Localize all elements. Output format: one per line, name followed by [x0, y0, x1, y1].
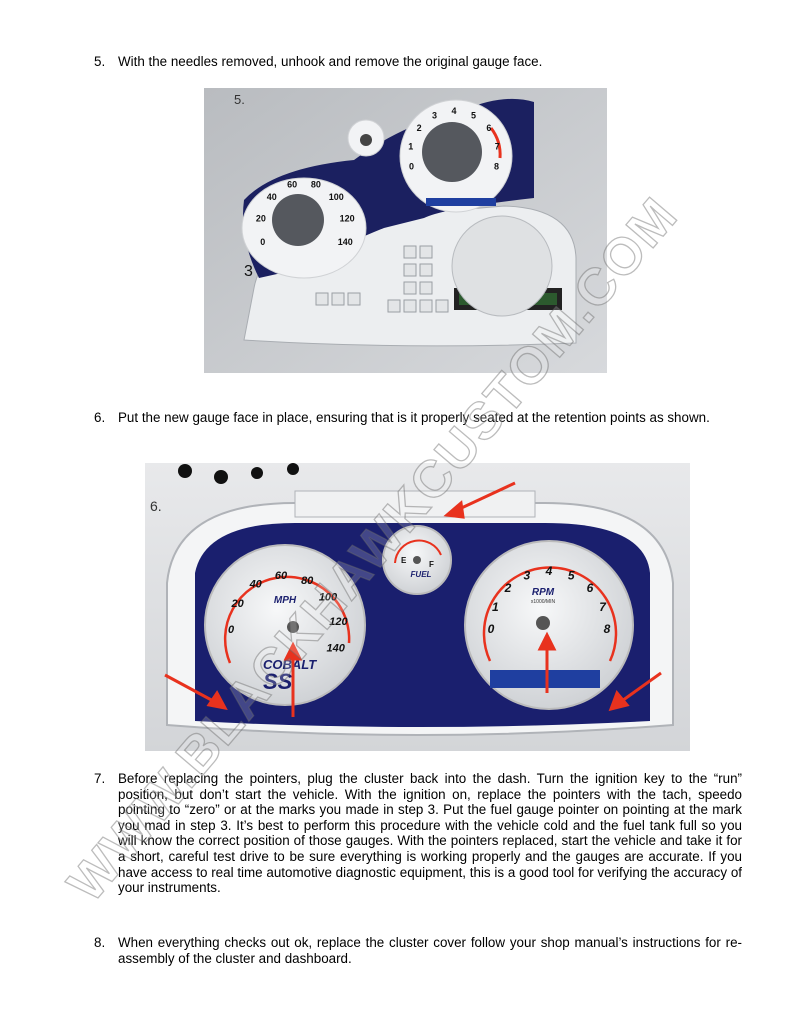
step-text: When everything checks out ok, replace t… [118, 935, 742, 966]
speedo-tick-label: 100 [319, 591, 338, 603]
photo-new-gauge-face: 6. MPH RPM x1000/MIN FUEL E F COBALT SS … [145, 463, 690, 751]
speedo-unit: MPH [274, 595, 297, 606]
step-text: Before replacing the pointers, plug the … [118, 771, 742, 896]
step-number: 6. [94, 410, 106, 425]
speedo-tick-label: 60 [275, 570, 288, 582]
tach-tick-label: 1 [492, 600, 499, 614]
speedo-tick-label: 120 [340, 213, 355, 223]
speedo-tick-label: 40 [249, 579, 263, 591]
step-8: 8. When everything checks out ok, replac… [94, 935, 742, 966]
tach-tick-label: 7 [495, 141, 500, 151]
speedo-tick-label: 140 [327, 643, 346, 655]
step-number: 8. [94, 935, 106, 950]
speedo-tick-label: 40 [267, 192, 277, 202]
speedo-tick-label: 0 [260, 237, 265, 247]
step-text: With the needles removed, unhook and rem… [118, 54, 543, 69]
speedo-tick-label: 80 [301, 575, 314, 587]
tach-tick-label: 4 [451, 106, 456, 116]
tach-tick-label: 2 [417, 123, 422, 133]
tach-tick-label: 3 [432, 111, 437, 121]
step-number: 7. [94, 771, 106, 786]
brand-label: COBALT [263, 657, 317, 672]
speedo-tick-label: 60 [287, 180, 297, 190]
speedo-tick-label: 120 [329, 616, 348, 628]
tach-tick-label: 3 [523, 568, 530, 582]
photo-step-label: 5. [234, 92, 245, 107]
speedo-tick-label: 0 [228, 624, 235, 636]
step-number: 5. [94, 54, 106, 69]
fuel-empty-mark: E [401, 556, 407, 565]
tach-tick-label: 5 [568, 568, 575, 582]
tach-sub-label: x1000/MIN [531, 599, 556, 605]
speedo-tick-label: 20 [256, 213, 266, 223]
tach-tick-label: 1 [408, 141, 413, 151]
step-5: 5. With the needles removed, unhook and … [94, 54, 742, 70]
tach-tick-label: 2 [504, 581, 512, 595]
tach-unit: RPM [532, 587, 555, 598]
speedo-tick-label: 140 [338, 237, 353, 247]
tach-tick-label: 8 [604, 622, 611, 636]
model-label: SS [263, 669, 293, 694]
tach-tick-label: 7 [599, 600, 607, 614]
speedo-tick-label: 20 [230, 598, 244, 610]
step-7: 7. Before replacing the pointers, plug t… [94, 771, 742, 896]
speedo-tick-label: 100 [329, 192, 344, 202]
tach-tick-label: 4 [545, 564, 553, 578]
photo-number-label: 3 [244, 263, 253, 280]
tach-tick-label: 0 [488, 622, 495, 636]
fuel-full-mark: F [429, 560, 434, 569]
speedo-tick-label: 80 [311, 180, 321, 190]
photo-step-label: 6. [150, 498, 162, 514]
step-text: Put the new gauge face in place, ensurin… [118, 410, 710, 425]
retention-arrows [164, 481, 662, 717]
tach-tick-label: 8 [494, 161, 499, 171]
fuel-label: FUEL [411, 570, 432, 579]
tach-tick-label: 6 [587, 581, 594, 595]
tach-tick-label: 5 [471, 111, 476, 121]
tach-tick-label: 0 [409, 161, 414, 171]
step-6: 6. Put the new gauge face in place, ensu… [94, 410, 742, 426]
tach-tick-label: 6 [486, 123, 491, 133]
